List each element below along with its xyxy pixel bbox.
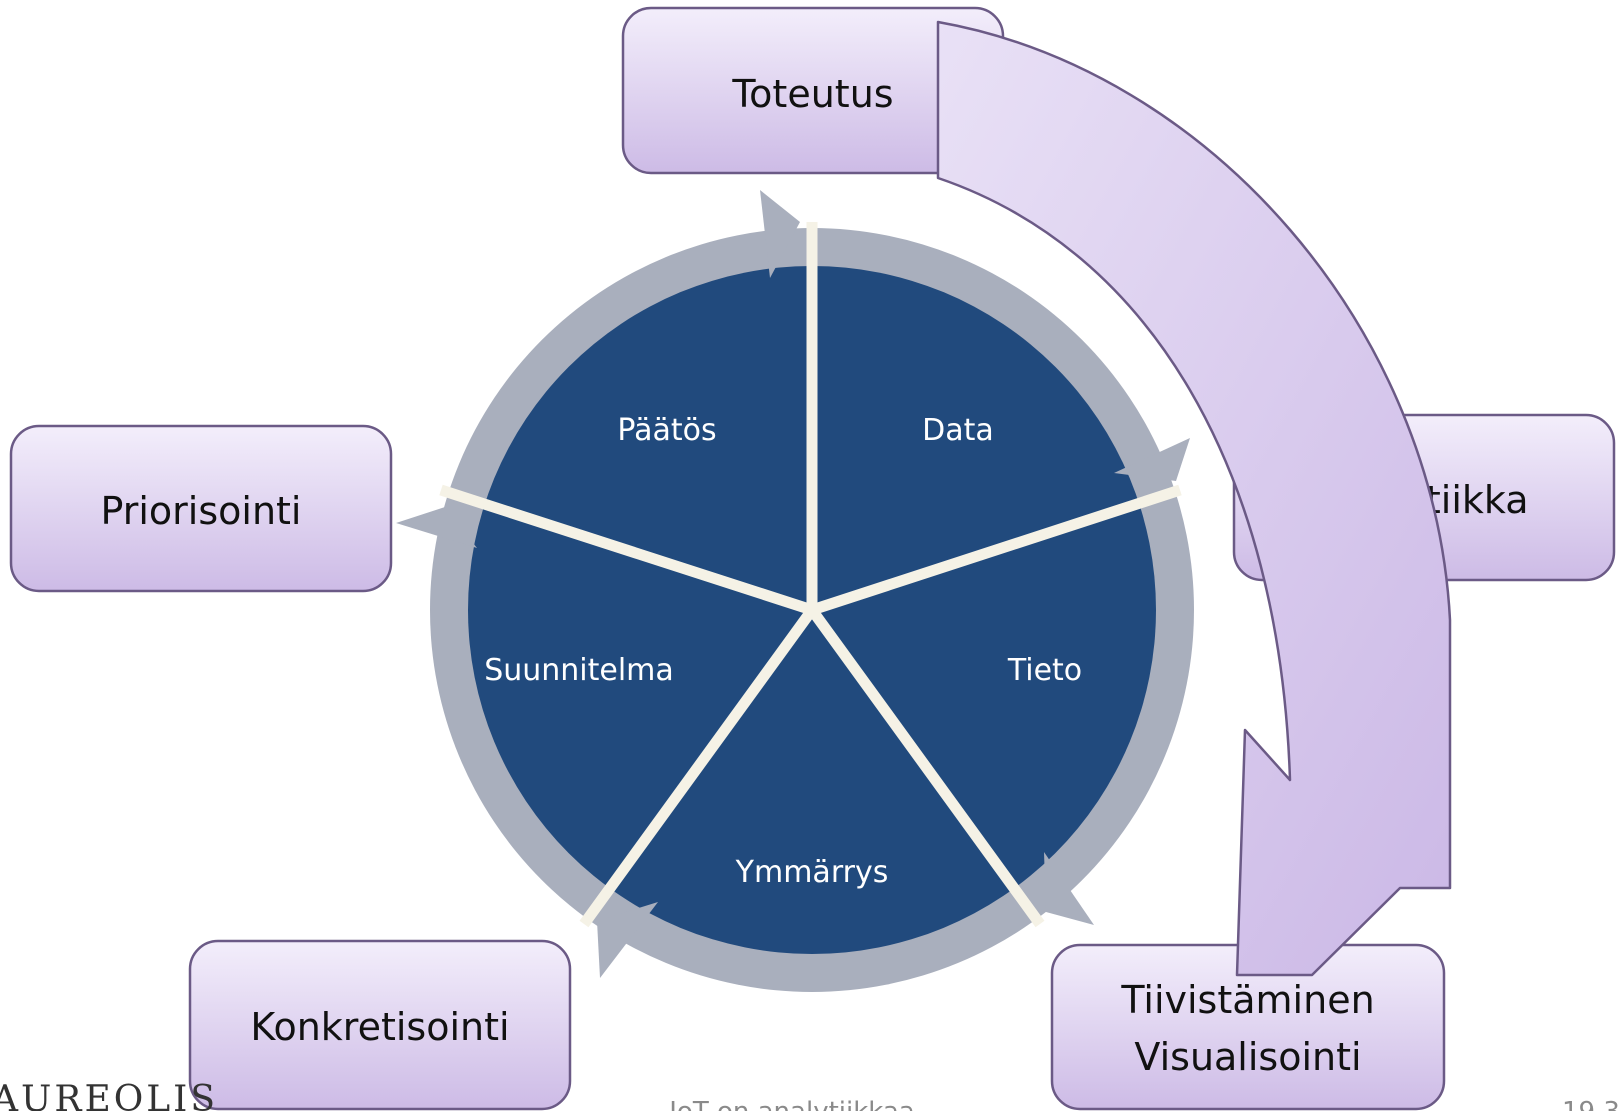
segment-suunnitelma-label: Suunnitelma [484, 653, 674, 688]
segment-ymmarrys-label: Ymmärrys [735, 855, 889, 890]
segment-tieto-label: Tieto [1007, 653, 1082, 688]
segment-data-label: Data [922, 413, 994, 448]
box-konkretisointi: Konkretisointi [188, 939, 572, 1111]
ring-arrowheads [396, 190, 1190, 978]
box-toteutus: Toteutus [621, 6, 1005, 175]
box-tiivistaminen-visualisointi: Tiivistäminen Visualisointi [1050, 943, 1446, 1111]
box-toteutus-label: Toteutus [731, 72, 893, 116]
box-konkretisointi-label: Konkretisointi [250, 1005, 509, 1049]
box-visualisointi-label: Visualisointi [1134, 1035, 1361, 1079]
footer-logo: AUREOLIS [0, 1079, 218, 1111]
ring-arrowhead-top [760, 190, 800, 278]
segment-separators [439, 222, 1182, 928]
ring-arrowhead-left [396, 507, 477, 548]
segment-paatos-label: Päätös [617, 413, 716, 448]
curved-arrow [936, 20, 1452, 977]
ring-arrowhead-bottom-left [597, 902, 658, 978]
footer-date: 19.3. [1562, 1097, 1619, 1111]
box-priorisointi: Priorisointi [9, 424, 393, 593]
ring-arrowhead-bottom-right [1044, 852, 1094, 925]
footer-center-text: IoT on analytiikkaa [669, 1097, 915, 1111]
box-priorisointi-label: Priorisointi [100, 489, 301, 533]
footer: AUREOLIS IoT on analytiikkaa 19.3. [0, 1079, 1619, 1111]
box-tiivistaminen-label: Tiivistäminen [1120, 978, 1374, 1022]
ring-arrowhead-right [1114, 438, 1190, 481]
